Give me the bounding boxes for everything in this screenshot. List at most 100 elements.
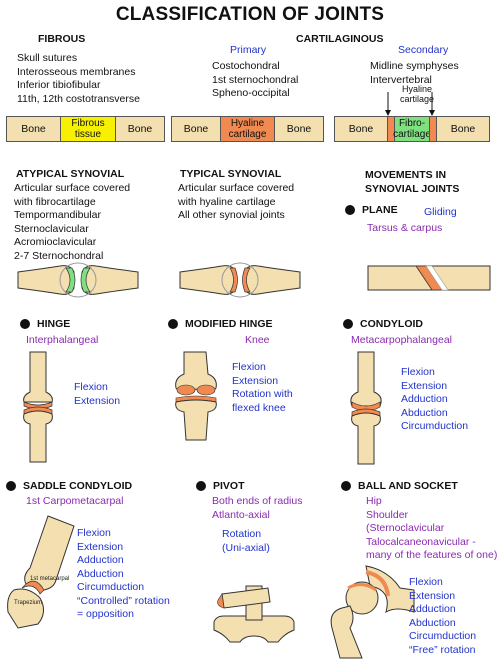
- secondary-label: Secondary: [398, 44, 449, 56]
- hinge-movements: Flexion Extension: [74, 381, 120, 408]
- primary-bone-left: Bone: [171, 116, 221, 142]
- secondary-item: Midline symphyses: [370, 60, 459, 72]
- primary-item: Spheno-occipital: [212, 87, 290, 99]
- saddle-heading-text: SADDLE CONDYLOID: [23, 480, 133, 492]
- fibrocartilage: Fibro-cartilage: [393, 116, 431, 142]
- page-title: CLASSIFICATION OF JOINTS: [115, 4, 385, 25]
- ball-heading: BALL AND SOCKET: [341, 480, 458, 492]
- movement-item: Abduction: [77, 567, 124, 580]
- pivot-heading-text: PIVOT: [213, 480, 245, 492]
- hinge-heading: HINGE: [20, 318, 70, 330]
- condyloid-heading-text: CONDYLOID: [360, 318, 423, 330]
- plane-example: Tarsus & carpus: [367, 222, 443, 234]
- primary-list: Costochondral 1st sternochondral Spheno-…: [212, 60, 298, 101]
- atypical-item: Articular surface covered: [14, 182, 131, 194]
- fibrocartilage-label: cartilage: [393, 129, 431, 140]
- movement-item: Adduction: [77, 554, 124, 566]
- hinge-example: Interphalangeal: [26, 334, 99, 346]
- movement-item: Rotation with: [232, 388, 293, 400]
- saddle-illustration: [7, 515, 75, 629]
- saddle-movements: Flexion Extension Adduction Abduction Ci…: [77, 527, 170, 622]
- fibrous-tissue-label: Fibrous: [71, 118, 105, 129]
- pivot-movements: Rotation (Uni-axial): [222, 528, 270, 555]
- fibrous-item: Skull sutures: [17, 52, 78, 64]
- movement-item: Flexion: [409, 576, 443, 588]
- modified-hinge-heading: MODIFIED HINGE: [168, 318, 273, 330]
- typical-item: All other synovial joints: [178, 209, 285, 221]
- bullet-icon: [6, 481, 16, 492]
- secondary-bone-right: Bone: [436, 116, 490, 142]
- saddle-example: 1st Carpometacarpal: [26, 495, 124, 507]
- bullet-icon: [345, 205, 355, 216]
- condyloid-movements: Flexion Extension Adduction Abduction Ci…: [401, 366, 468, 434]
- hinge-illustration: [23, 351, 53, 463]
- example-item: Talocalcaneonavicular -: [366, 535, 476, 548]
- pivot-examples: Both ends of radius Atlanto-axial: [212, 495, 302, 522]
- fibrous-item: 11th, 12th costotransverse: [17, 92, 140, 105]
- movement-item: “Free” rotation: [409, 643, 476, 656]
- bullet-icon: [343, 319, 353, 330]
- atypical-heading: ATYPICAL SYNOVIAL: [16, 168, 125, 180]
- condyloid-illustration: [350, 351, 382, 465]
- movement-item: Extension: [77, 540, 124, 553]
- plane-movement: Gliding: [424, 206, 457, 218]
- atypical-item: with fibrocartilage: [14, 195, 96, 208]
- atypical-list: Articular surface covered with fibrocart…: [14, 182, 130, 263]
- typical-joint-illustration: [179, 262, 301, 298]
- primary-label: Primary: [230, 44, 267, 56]
- atypical-joint-illustration: [17, 262, 139, 298]
- modified-hinge-example: Knee: [245, 334, 270, 346]
- hyaline-label: Hyaline: [230, 118, 265, 129]
- fibrous-bone-left: Bone: [6, 116, 61, 142]
- typical-item: Articular surface covered: [178, 182, 295, 194]
- pivot-heading: PIVOT: [196, 480, 245, 492]
- movement-item: Abduction: [409, 616, 456, 629]
- example-item: Hip: [366, 495, 382, 507]
- movement-item: flexed knee: [232, 401, 286, 414]
- movements-heading-line: MOVEMENTS IN: [365, 169, 447, 181]
- secondary-item: Intervertebral: [370, 73, 432, 86]
- callout-arrows: [385, 92, 435, 116]
- ball-movements: Flexion Extension Adduction Abduction Ci…: [409, 576, 476, 657]
- hyaline-callout: Hyaline cartilage: [400, 84, 434, 104]
- plane-heading: PLANE: [345, 204, 398, 216]
- ball-heading-text: BALL AND SOCKET: [358, 480, 458, 492]
- movements-heading: MOVEMENTS IN SYNOVIAL JOINTS: [365, 168, 459, 196]
- movement-item: Extension: [409, 589, 456, 602]
- example-item: many of the features of one): [366, 549, 498, 561]
- movement-item: Extension: [401, 379, 448, 392]
- hyaline-label: cartilage: [228, 129, 267, 140]
- modified-hinge-heading-text: MODIFIED HINGE: [185, 318, 273, 330]
- movement-item: Adduction: [409, 603, 456, 615]
- example-item: Both ends of radius: [212, 495, 303, 507]
- typical-list: Articular surface covered with hyaline c…: [178, 182, 294, 223]
- movement-item: Extension: [232, 374, 279, 387]
- condyloid-heading: CONDYLOID: [343, 318, 423, 330]
- movement-item: = opposition: [77, 608, 134, 620]
- hinge-heading-text: HINGE: [37, 318, 71, 330]
- example-item: Shoulder: [366, 508, 409, 521]
- saddle-img-label: Trapezium: [14, 600, 43, 606]
- fibrous-item: Interosseous membranes: [17, 65, 136, 78]
- secondary-list: Midline symphyses Intervertebral: [370, 60, 459, 87]
- movement-item: Extension: [74, 394, 121, 407]
- movement-item: Flexion: [74, 381, 108, 393]
- callout-text: Hyaline: [402, 84, 433, 94]
- movement-item: Flexion: [401, 366, 435, 378]
- atypical-item: Acromioclavicular: [14, 236, 97, 248]
- movement-item: Circumduction: [409, 630, 477, 642]
- typical-item: with hyaline cartilage: [178, 195, 276, 208]
- plane-joint-illustration: [367, 265, 491, 291]
- fibrous-tissue-label: tissue: [74, 129, 102, 140]
- cartilaginous-heading: CARTILAGINOUS: [296, 33, 384, 45]
- primary-bone-right: Bone: [274, 116, 324, 142]
- knee-illustration: [175, 351, 217, 441]
- movement-item: “Controlled” rotation: [77, 594, 170, 607]
- movement-item: Circumduction: [401, 420, 469, 432]
- movement-item: Rotation: [222, 528, 262, 540]
- fibrocartilage-label: Fibro-: [398, 118, 426, 129]
- bullet-icon: [168, 319, 178, 330]
- movement-item: Flexion: [77, 527, 111, 539]
- modified-hinge-movements: Flexion Extension Rotation with flexed k…: [232, 361, 293, 415]
